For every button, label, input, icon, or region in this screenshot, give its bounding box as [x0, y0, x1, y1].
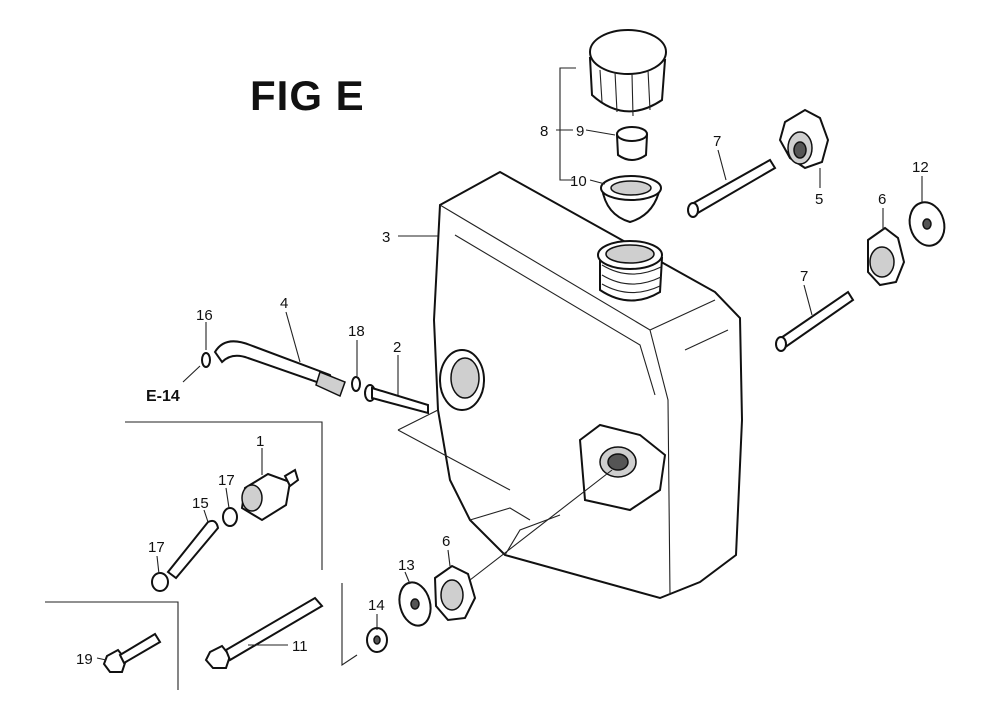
- leader-19: [96, 657, 107, 661]
- callout-1: 1: [256, 433, 264, 450]
- clip-17-lower: [151, 572, 169, 592]
- leader-13: [404, 571, 411, 585]
- fuel-strainer: [600, 175, 662, 224]
- callout-14: 14: [368, 597, 385, 614]
- leader-e14: [182, 365, 201, 383]
- frame-line-upper: [125, 421, 323, 570]
- callout-17-upper: 17: [218, 472, 235, 489]
- bracket-8: [559, 67, 576, 181]
- callout-13: 13: [398, 557, 415, 574]
- leader-17-lower: [156, 555, 160, 575]
- reference-label: E-14: [146, 388, 180, 405]
- rubber-mount-6-right: [867, 226, 906, 287]
- callout-9: 9: [576, 123, 584, 140]
- washer-14: [366, 627, 388, 653]
- bolt-11: [204, 596, 324, 669]
- ring-18: [351, 376, 361, 392]
- callout-6-lower: 6: [442, 533, 450, 550]
- washer-13: [398, 581, 432, 627]
- callout-4: 4: [280, 295, 288, 312]
- fuel-tube: [213, 340, 346, 398]
- leader-4: [285, 311, 301, 363]
- cap-seal: [615, 126, 649, 161]
- bolt-19: [102, 632, 162, 673]
- bolt-2: [364, 384, 429, 415]
- fuel-hose: [166, 519, 220, 580]
- fuel-cap: [588, 29, 667, 117]
- clip-17-upper: [222, 507, 238, 527]
- leader-15: [203, 509, 209, 523]
- callout-5: 5: [815, 191, 823, 208]
- callout-12: 12: [912, 159, 929, 176]
- callout-19: 19: [76, 651, 93, 668]
- callout-2: 2: [393, 339, 401, 356]
- frame-line-lower: [45, 601, 179, 690]
- callout-18: 18: [348, 323, 365, 340]
- fuel-valve: [240, 468, 300, 522]
- assembly-line-side: [397, 409, 511, 491]
- collar-tube-lower: [775, 290, 855, 352]
- leader-9: [585, 129, 616, 136]
- callout-17-lower: 17: [148, 539, 165, 556]
- leader-7-lower: [803, 284, 813, 316]
- callout-3: 3: [382, 229, 390, 246]
- rubber-mount-6-lower: [433, 564, 477, 622]
- fuel-tank: [432, 170, 744, 600]
- callout-8: 8: [540, 123, 548, 140]
- callout-16: 16: [196, 307, 213, 324]
- figure-title: FIG E: [250, 72, 365, 119]
- callout-10: 10: [570, 173, 587, 190]
- callout-7-lower: 7: [800, 268, 808, 285]
- leader-6-lower: [447, 549, 451, 567]
- leader-10: [589, 179, 606, 185]
- callout-6-right: 6: [878, 191, 886, 208]
- callout-15: 15: [192, 495, 209, 512]
- assembly-line-lower: [469, 469, 613, 581]
- rubber-mount-5: [778, 108, 830, 170]
- washer-12: [908, 201, 946, 247]
- clip-16: [201, 352, 211, 368]
- callout-7-upper: 7: [713, 133, 721, 150]
- leader-17-upper: [225, 487, 230, 509]
- callout-11: 11: [292, 638, 308, 655]
- frame-line-right: [341, 583, 358, 667]
- leader-7-upper: [717, 149, 727, 181]
- collar-tube-upper: [687, 158, 777, 218]
